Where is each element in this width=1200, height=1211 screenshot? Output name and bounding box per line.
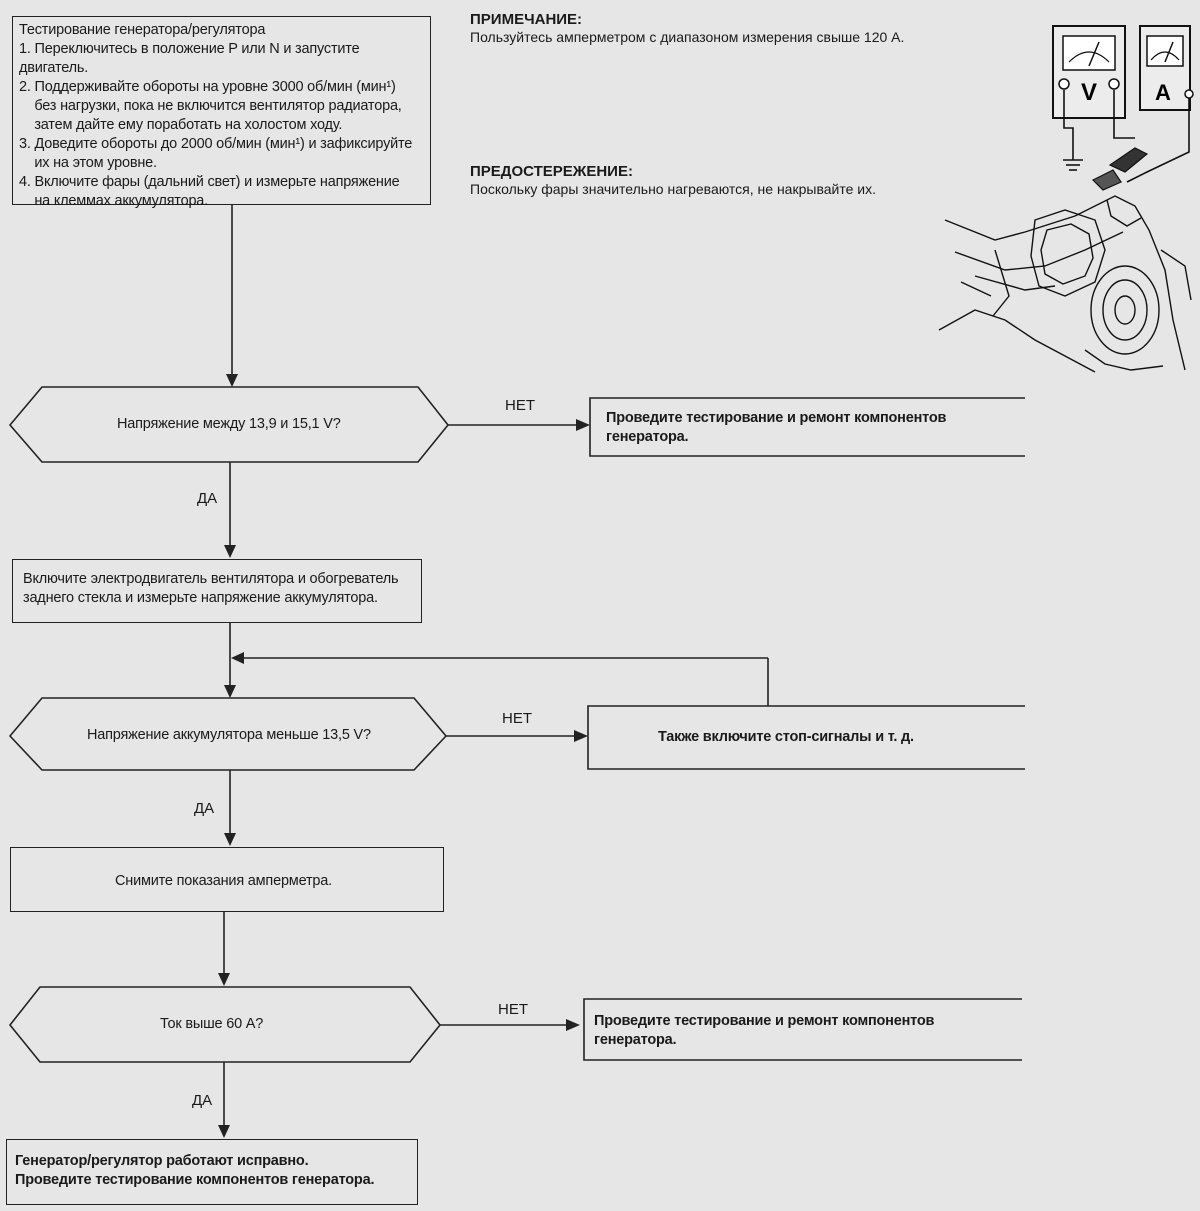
- note: ПРИМЕЧАНИЕ: Пользуйтесь амперметром с ди…: [470, 11, 990, 46]
- step-fan-line: заднего стекла и измерьте напряжение акк…: [23, 590, 378, 606]
- caution-text: Поскольку фары значительно нагреваются, …: [470, 181, 876, 197]
- step-line: 2. Поддерживайте обороты на уровне 3000 …: [19, 79, 396, 95]
- decision-2-no-label: НЕТ: [502, 710, 532, 727]
- decision-1-question: Напряжение между 13,9 и 15,1 V?: [117, 416, 341, 432]
- start-box-title: Тестирование генератора/регулятора: [19, 22, 266, 38]
- decision-3-yes-label: ДА: [192, 1092, 213, 1109]
- meter-connection-illustration: V A: [938, 25, 1194, 373]
- step-line: на клеммах аккумулятора.: [19, 193, 209, 209]
- step-ammeter-text: Снимите показания амперметра.: [115, 873, 332, 889]
- start-box-steps: 1. Переключитесь в положение P или N и з…: [19, 40, 424, 211]
- decision-3-no-label: НЕТ: [498, 1001, 528, 1018]
- decision-1-no-label: НЕТ: [505, 397, 535, 414]
- step-fan-line: Включите электродвигатель вентилятора и …: [23, 571, 399, 587]
- voltmeter-icon: V: [1052, 25, 1126, 119]
- start-box: Тестирование генератора/регулятора 1. Пе…: [12, 16, 431, 209]
- step-line: их на этом уровне.: [19, 155, 157, 171]
- action-box-3-shape: [583, 998, 1022, 1061]
- step-line: без нагрузки, пока не включится вентилят…: [19, 98, 402, 114]
- step-line: 1. Переключитесь в положение P или N и з…: [19, 41, 360, 76]
- decision-2-shape: [8, 697, 448, 771]
- ammeter-letter: A: [1155, 80, 1171, 105]
- decision-2-question: Напряжение аккумулятора меньше 13,5 V?: [87, 727, 371, 743]
- final-box: Генератор/регулятор работают исправно. П…: [6, 1139, 418, 1205]
- note-heading: ПРИМЕЧАНИЕ:: [470, 11, 583, 28]
- ground-icon: [1063, 150, 1083, 171]
- decision-3-shape: [8, 986, 442, 1063]
- action-1-line: Проведите тестирование и ремонт компонен…: [606, 410, 947, 426]
- step-ammeter-box: Снимите показания амперметра.: [10, 847, 444, 912]
- decision-3-question: Ток выше 60 А?: [160, 1016, 264, 1032]
- voltmeter-letter: V: [1081, 79, 1097, 106]
- decision-2-yes-label: ДА: [194, 800, 215, 817]
- ammeter-icon: A: [1139, 25, 1194, 111]
- action-2-text: Также включите стоп-сигналы и т. д.: [658, 729, 914, 745]
- step-fan-box: Включите электродвигатель вентилятора и …: [12, 559, 422, 623]
- action-3-line: генератора.: [594, 1032, 677, 1048]
- decision-1-yes-label: ДА: [197, 490, 218, 507]
- action-box-1-shape: [589, 397, 1025, 457]
- action-1-line: генератора.: [606, 429, 689, 445]
- decision-1-shape: [8, 386, 450, 463]
- action-3-line: Проведите тестирование и ремонт компонен…: [594, 1013, 935, 1029]
- step-line: 3. Доведите обороты до 2000 об/мин (мин¹…: [19, 136, 413, 152]
- step-line: 4. Включите фары (дальний свет) и измерь…: [19, 174, 400, 190]
- final-line: Генератор/регулятор работают исправно.: [15, 1153, 309, 1169]
- action-3-text: Проведите тестирование и ремонт компонен…: [594, 1012, 934, 1050]
- final-line: Проведите тестирование компонентов генер…: [15, 1172, 375, 1188]
- note-text: Пользуйтесь амперметром с диапазоном изм…: [470, 29, 905, 45]
- engine-sketch: [938, 195, 1192, 373]
- step-line: затем дайте ему поработать на холостом х…: [19, 117, 343, 133]
- caution-heading: ПРЕДОСТЕРЕЖЕНИЕ:: [470, 163, 633, 180]
- action-1-text: Проведите тестирование и ремонт компонен…: [606, 409, 946, 447]
- action-box-2-shape: [587, 705, 1025, 770]
- caution: ПРЕДОСТЕРЕЖЕНИЕ: Поскольку фары значител…: [470, 163, 990, 198]
